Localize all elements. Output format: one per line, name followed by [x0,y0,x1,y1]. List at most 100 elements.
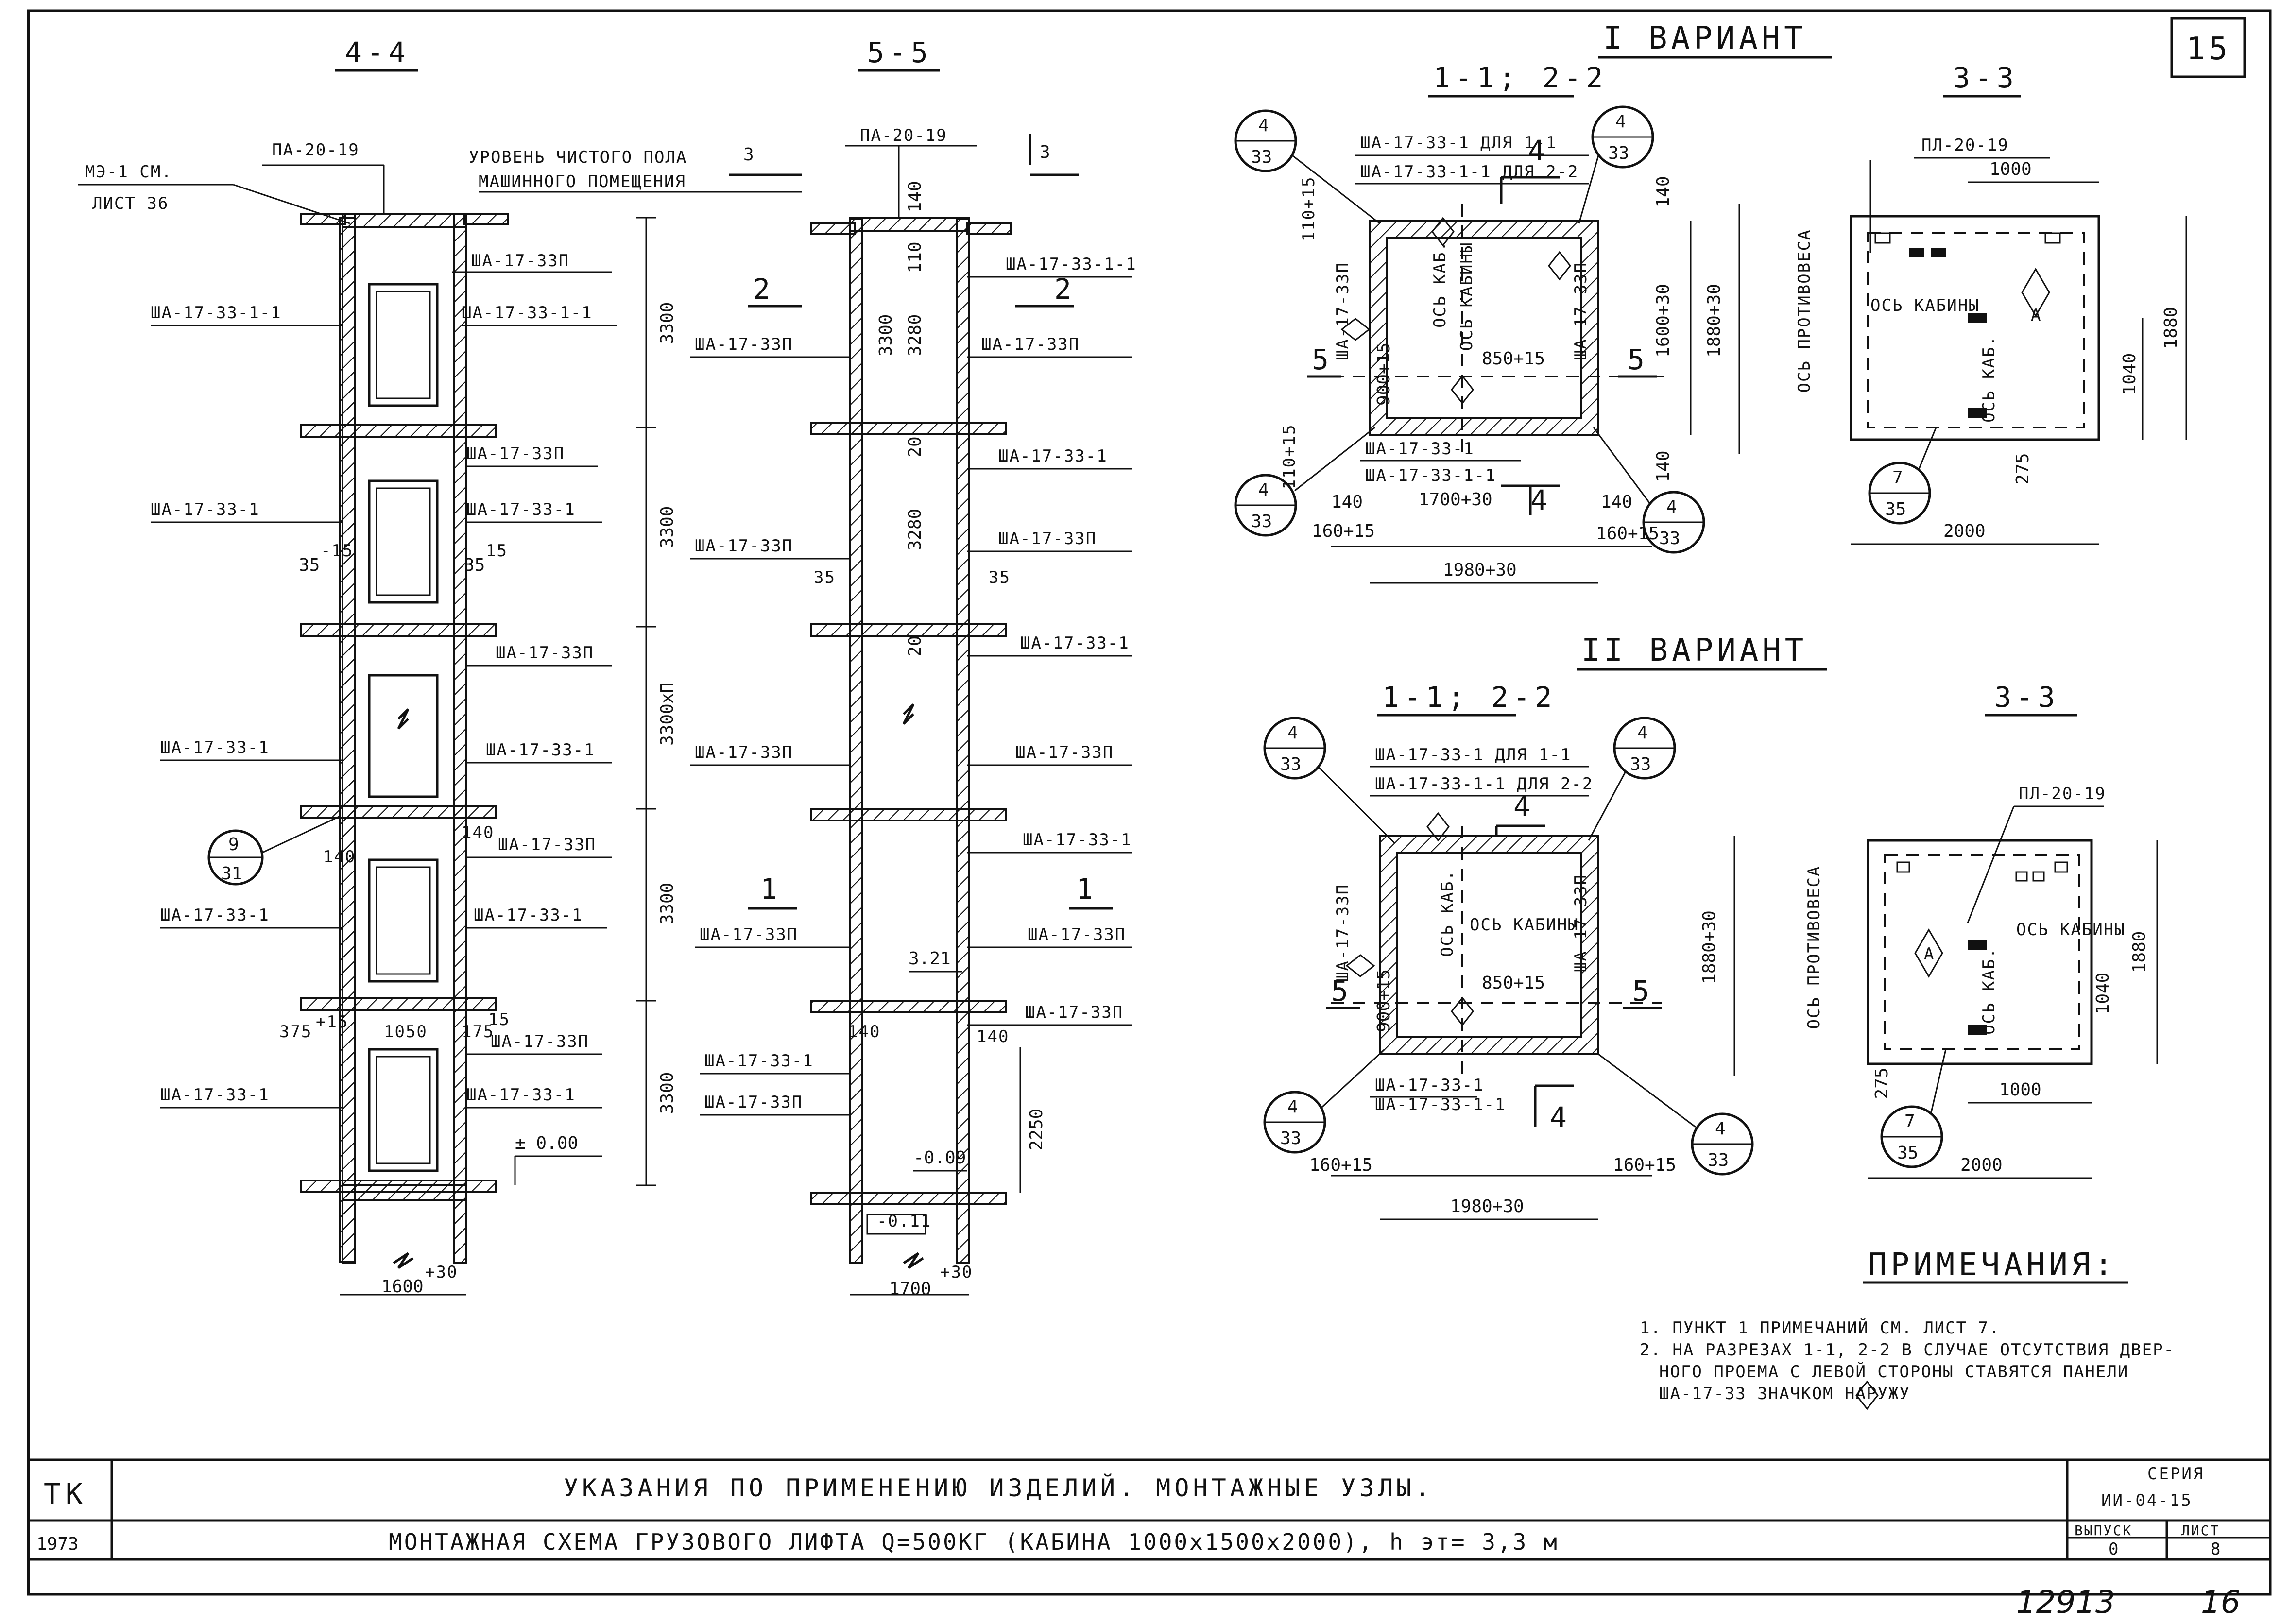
label-left-4: ША-17-33-1 [160,906,270,925]
v1-cut-4-top: 4 [1528,134,1550,167]
v1-section-3-3-box [1850,215,2100,441]
v2-dim-1000: 1000 [1999,1080,2041,1100]
svg-text:33: 33 [1608,143,1629,163]
notes-title: ПРИМЕЧАНИЯ: [1868,1247,2117,1283]
label-right-3: ША-17-33П [466,444,565,463]
v2-label-2-2: ША-17-33-1-1 ДЛЯ 2-2 [1375,774,1593,794]
v2-cut-5-right: 5 [1632,974,1654,1008]
v1-cut-5-left: 5 [1312,343,1334,376]
v2-dim-2000: 2000 [1960,1155,2003,1175]
dim-375: 375 [279,1022,312,1042]
svg-text:4: 4 [1287,1097,1298,1117]
dim-1600-sup: +30 [425,1263,458,1282]
v1-callout-br: 4 33 [1593,427,1705,554]
v2-dim-160-r: 160+15 [1613,1155,1676,1175]
v1-label-os-protivovesa: ОСЬ ПРОТИВОВЕСА [1795,229,1814,393]
cut-2-left: 2 [753,273,775,306]
tb-series-value: ИИ-04-15 [2101,1491,2193,1510]
dim-3300-d: 3300 [657,1072,677,1114]
note-line-2: 2. НА РАЗРЕЗАХ 1-1, 2-2 В СЛУЧАЕ ОТСУТСТ… [1640,1340,2175,1360]
v1-label-os-kabiny-33: ОСЬ КАБИНЫ [1870,296,1980,315]
label-me1: МЭ-1 СМ. [85,162,172,182]
dim-35-left-sup: -15 [321,541,353,561]
dim-35-left: 35 [299,555,320,575]
v2-label-pl-20-19: ПЛ-20-19 [2019,784,2106,803]
v2-dim-900: 900+15 [1374,969,1394,1032]
dim-1700: 1700 [889,1279,931,1299]
v1-dim-2000: 2000 [1943,521,1986,541]
tb-year: 1973 [36,1534,79,1554]
door-frames-4-4 [368,283,439,1172]
section-4-4-title: 4-4 [345,36,411,69]
v2-dim-160-l: 160+15 [1309,1155,1372,1175]
v1-dim-140-top: 140 [1653,176,1673,207]
svg-text:35: 35 [1885,499,1906,519]
svg-text:9: 9 [228,835,239,855]
label-right-8: ША-17-33-1 [474,906,583,925]
label5-right-3: ША-17-33-1 [998,446,1108,466]
dim5-35-right: 35 [989,568,1011,587]
v2-label-os-kab-33: ОСЬ КАБ. [1979,947,1999,1035]
archive-number: 12913 [2016,1585,2115,1621]
v1-dim-1880: 1880+30 [1704,284,1724,358]
title-block: ТК 1973 УКАЗАНИЯ ПО ПРИМЕНЕНИЮ ИЗДЕЛИЙ. … [28,1458,2270,1561]
v1-label-1-1: ША-17-33-1 ДЛЯ 1-1 [1360,133,1557,153]
v2-section-3-3-box [1867,839,2093,1065]
v1-label-33p-right: ША-17-33П [1571,262,1591,360]
variant-2-title: II ВАРИАНТ [1581,633,1807,668]
v2-callout-7-35: 7 35 [1880,1049,1947,1168]
dim-375-sup: +15 [316,1012,348,1032]
v2-label-33-1-1: ША-17-33-1-1 [1375,1095,1506,1114]
v2-dim-275: 275 [1872,1067,1892,1099]
label5-left-3: ША-17-33П [695,743,793,762]
svg-text:33: 33 [1659,529,1680,548]
svg-text:7: 7 [1904,1111,1915,1131]
variant-2-plan-title: 1-1; 2-2 [1382,681,1557,714]
archive-page: 16 [2201,1585,2240,1621]
tb-sheet-value: 8 [2211,1539,2222,1559]
svg-text:33: 33 [1251,512,1272,531]
note-line-4: ША-17-33 ЗНАЧКОМ НАРУЖУ [1659,1384,1910,1403]
v1-dim-1600: 1600+30 [1653,284,1673,358]
v1-dim-1000: 1000 [1989,159,2032,179]
dim-3300-c: 3300 [657,883,677,925]
elev-000: ± 0.00 [515,1133,578,1153]
svg-text:7: 7 [1892,468,1903,488]
dim-140-left: 140 [323,847,356,867]
dim-3300-5: 3300 [876,314,896,357]
v2-dim-1980: 1980+30 [1450,1197,1524,1216]
dim-35-right: 35 [464,555,485,575]
v2-label-os-kabiny: ОСЬ КАБИНЫ [1470,915,1579,935]
label5-left-6: ША-17-33П [704,1093,803,1112]
dim-140-right: 140 [462,823,494,842]
note-line-3: НОГО ПРОЕМА С ЛЕВОЙ СТОРОНЫ СТАВЯТСЯ ПАН… [1659,1362,2128,1382]
variant-1-plan-title: 1-1; 2-2 [1433,61,1608,94]
svg-text:4: 4 [1666,497,1677,517]
v1-callout-tl: 433 [1234,109,1380,224]
v2-callout-tr: 433 [1588,717,1676,841]
label-floor-level: УРОВЕНЬ ЧИСТОГО ПОЛА [469,148,687,167]
dim5-35-left: 35 [814,568,836,587]
v2-callout-tl: 433 [1263,717,1395,844]
cut-2-right: 2 [1054,273,1076,306]
dim5-140-right: 140 [977,1027,1009,1046]
dim-3280-5a: 3280 [905,314,925,357]
v1-dim-140-bottom: 140 [1653,450,1673,482]
cut-1-right: 1 [1076,872,1098,906]
dim-20-5b: 20 [905,635,925,656]
svg-text:35: 35 [1897,1143,1918,1163]
tb-series-label: СЕРИЯ [2147,1464,2204,1484]
v2-cut-5-left: 5 [1331,974,1353,1008]
svg-text:4: 4 [1637,723,1648,743]
label-right-5: ША-17-33П [496,643,594,663]
v1-dim-1700: 1700+30 [1419,490,1492,510]
v1-dim-900: 900+15 [1374,342,1394,406]
elev-m009: -0.09 [913,1148,966,1168]
label-right-9: ША-17-33П [491,1032,589,1051]
floor-slabs-5-5 [810,222,1012,1205]
v2-dim-1040: 1040 [2093,973,2113,1015]
dim-110-5: 110 [905,241,925,273]
v1-callout-bl: 433 [1234,427,1375,537]
label-left-2: ША-17-33-1 [151,500,260,519]
v1-label-os-kabiny: ОСЬ КАБИНЫ [1457,242,1476,351]
